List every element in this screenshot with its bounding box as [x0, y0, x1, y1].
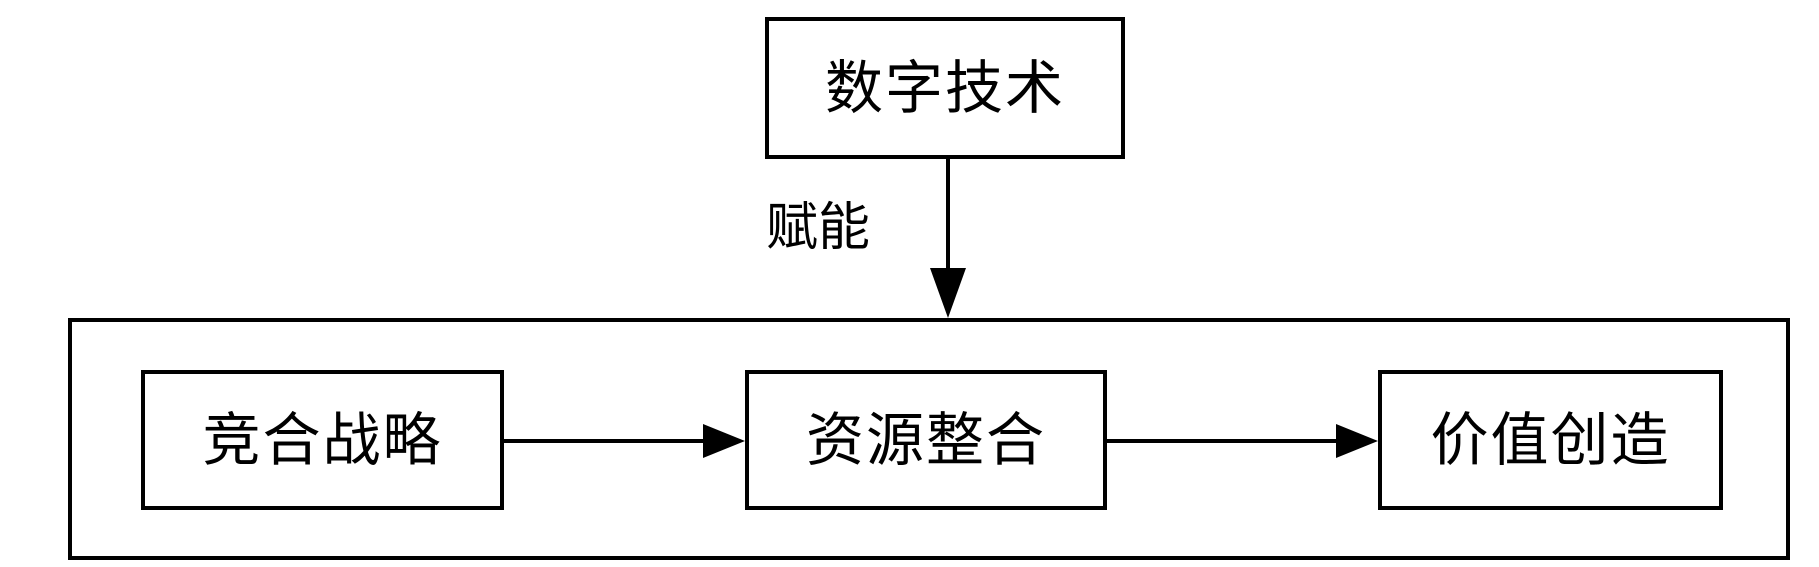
arrow-empower [930, 159, 966, 318]
node-coopetition-strategy: 竞合战略 [141, 370, 504, 510]
node-resource-integration-label: 资源整合 [805, 406, 1046, 474]
node-coopetition-strategy-label: 竞合战略 [202, 406, 443, 474]
edge-label-empowerment: 赋能 [766, 198, 871, 258]
node-digital-technology-label: 数字技术 [824, 54, 1065, 122]
node-value-creation-label: 价值创造 [1430, 406, 1671, 474]
arrow-strategy-to-integration [504, 424, 745, 458]
node-resource-integration: 资源整合 [745, 370, 1107, 510]
node-value-creation: 价值创造 [1378, 370, 1723, 510]
arrow-integration-to-value [1107, 424, 1378, 458]
node-digital-technology: 数字技术 [765, 17, 1125, 159]
process-group-frame [68, 318, 1790, 560]
